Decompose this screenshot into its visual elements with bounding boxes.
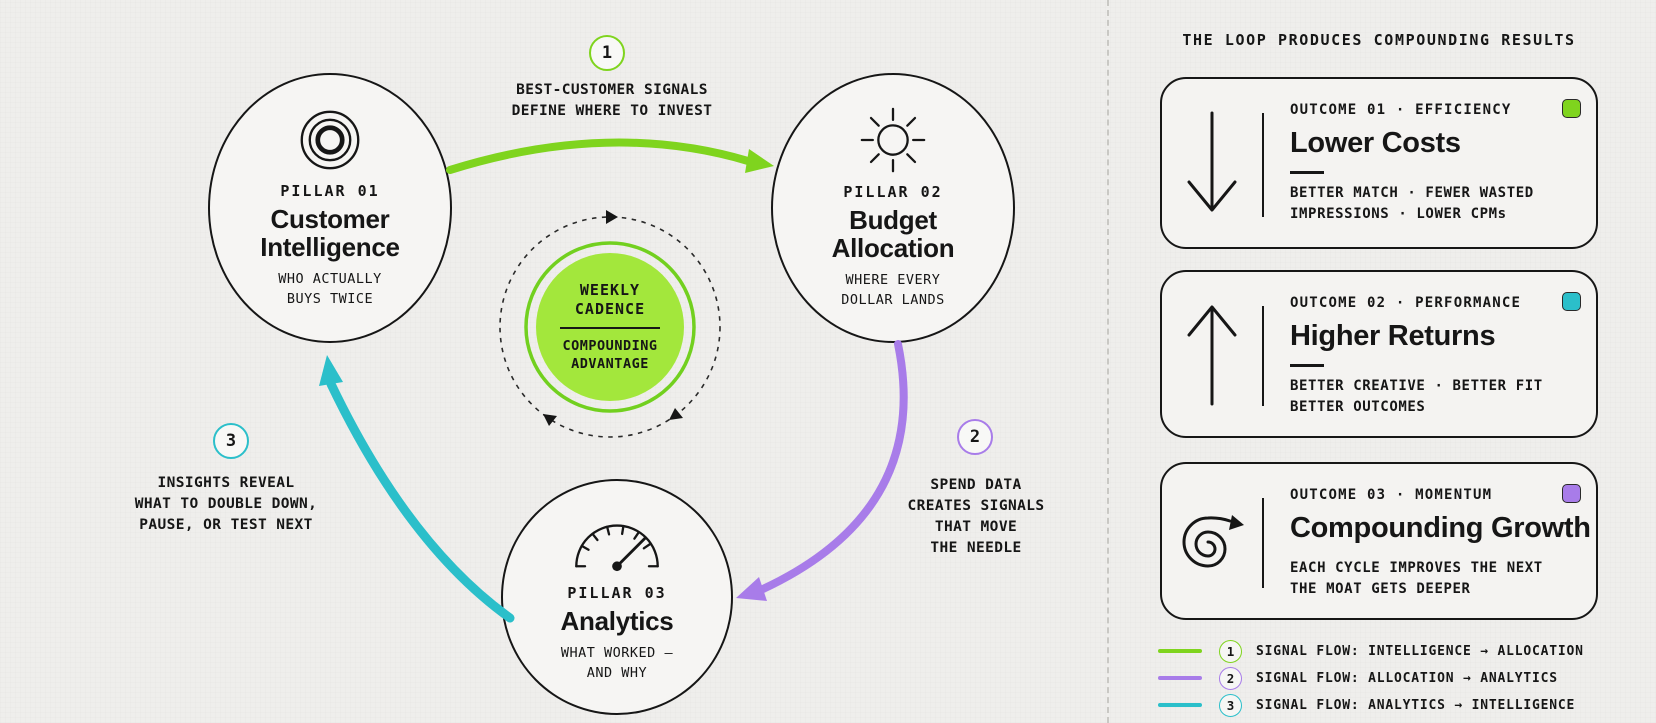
card-title: Lower Costs [1290, 127, 1461, 159]
outcome-card-compounding-growth: OUTCOME 03 · MOMENTUM Compounding Growth… [1160, 462, 1598, 620]
spiral-arrow-icon [1162, 464, 1262, 618]
gauge-icon [567, 512, 667, 574]
legend-row-signal-flow-3: 3 SIGNAL FLOW: ANALYTICS → INTELLIGENCE [1158, 693, 1575, 717]
card-color-badge [1562, 292, 1581, 311]
legend-row-signal-flow-1: 1 SIGNAL FLOW: INTELLIGENCE → ALLOCATION [1158, 639, 1584, 663]
card-title-underline [1290, 364, 1324, 367]
hub-bottom-label: COMPOUNDING ADVANTAGE [562, 338, 658, 372]
hub-dashed-circle [499, 216, 721, 438]
flow-arrowhead-1 [745, 149, 774, 173]
card-divider-line [1262, 498, 1264, 588]
hub-weekly-cadence: WEEKLY CADENCE COMPOUNDING ADVANTAGE [536, 253, 684, 401]
pillar-eyebrow: PILLAR 03 [567, 583, 667, 602]
card-color-badge [1562, 99, 1581, 118]
legend-color-line [1158, 648, 1202, 654]
hub-cycle-arrowhead [543, 414, 557, 426]
pillar-title: Budget Allocation [831, 204, 955, 263]
flow-caption-1: BEST-CUSTOMER SIGNALS DEFINE WHERE TO IN… [511, 82, 713, 119]
pillar-customer-intelligence: PILLAR 01 Customer Intelligence WHO ACTU… [208, 73, 452, 343]
card-title-underline [1290, 171, 1324, 174]
hub-cycle-arrowhead [669, 408, 683, 420]
flow-number-badge-3: 3 [213, 423, 249, 459]
legend-label: SIGNAL FLOW: INTELLIGENCE → ALLOCATION [1256, 643, 1584, 659]
card-description: EACH CYCLE IMPROVES THE NEXT THE MOAT GE… [1290, 560, 1543, 597]
legend-row-signal-flow-2: 2 SIGNAL FLOW: ALLOCATION → ANALYTICS [1158, 666, 1558, 690]
pillar-subtitle: WHERE EVERY DOLLAR LANDS [841, 271, 945, 308]
card-description: BETTER CREATIVE · BETTER FIT BETTER OUTC… [1290, 377, 1543, 415]
pillar-subtitle: WHAT WORKED – AND WHY [560, 644, 674, 681]
pillar-title: Customer Intelligence [260, 203, 400, 262]
legend-number-badge: 2 [1219, 666, 1242, 690]
panel-divider-dashed-line [1107, 0, 1109, 723]
legend-label: SIGNAL FLOW: ANALYTICS → INTELLIGENCE [1256, 697, 1576, 713]
hub-divider-line [560, 327, 660, 329]
hub-top-label: WEEKLY CADENCE [574, 281, 646, 318]
card-divider-line [1262, 306, 1264, 406]
legend-color-line [1158, 675, 1202, 681]
pillar-subtitle: WHO ACTUALLY BUYS TWICE [278, 270, 382, 307]
flow-caption-2: SPEND DATA CREATES SIGNALS THAT MOVE THE… [907, 477, 1045, 556]
flow-number-badge-1: 1 [589, 35, 625, 71]
flow-number-badge-2: 2 [957, 419, 993, 455]
flow-arrows-layer [319, 138, 908, 623]
sun-icon [860, 107, 926, 173]
legend-label: SIGNAL FLOW: ALLOCATION → ANALYTICS [1256, 670, 1558, 686]
pillar-eyebrow: PILLAR 02 [843, 182, 943, 201]
legend-number-badge: 1 [1219, 639, 1242, 663]
outcome-card-higher-returns: OUTCOME 02 · PERFORMANCE Higher Returns … [1160, 270, 1598, 438]
flow-arrowhead-3 [319, 355, 343, 386]
outcome-card-lower-costs: OUTCOME 01 · EFFICIENCY Lower Costs BETT… [1160, 77, 1598, 249]
card-divider-line [1262, 113, 1264, 217]
flow-arrow-3 [326, 379, 515, 623]
hub-ring [524, 241, 696, 413]
card-color-badge [1562, 484, 1581, 503]
card-description: BETTER MATCH · FEWER WASTED IMPRESSIONS … [1290, 184, 1534, 222]
card-eyebrow: OUTCOME 03 · MOMENTUM [1290, 487, 1493, 503]
hub-cycle-arrowhead [606, 210, 618, 224]
legend-number-badge: 3 [1219, 693, 1242, 717]
pillar-budget-allocation: PILLAR 02 Budget Allocation WHERE EVERY … [771, 73, 1015, 343]
arrow-down-icon [1162, 79, 1262, 247]
card-eyebrow: OUTCOME 01 · EFFICIENCY [1290, 102, 1512, 118]
flow-arrowhead-2 [736, 577, 767, 601]
arrow-up-icon [1162, 272, 1262, 436]
legend-color-line [1158, 702, 1202, 708]
target-icon [298, 108, 362, 172]
pillar-analytics: PILLAR 03 Analytics WHAT WORKED – AND WH… [501, 479, 733, 715]
pillar-eyebrow: PILLAR 01 [280, 181, 380, 200]
flow-arrow-2 [759, 340, 908, 593]
pillar-title: Analytics [560, 605, 674, 636]
flow-arrow-1 [446, 138, 752, 174]
card-title: Higher Returns [1290, 320, 1496, 352]
card-title: Compounding Growth [1290, 512, 1591, 544]
flow-caption-3: INSIGHTS REVEAL WHAT TO DOUBLE DOWN, PAU… [134, 475, 318, 533]
panel-header: THE LOOP PRODUCES COMPOUNDING RESULTS [1182, 31, 1576, 49]
card-eyebrow: OUTCOME 02 · PERFORMANCE [1290, 295, 1522, 311]
